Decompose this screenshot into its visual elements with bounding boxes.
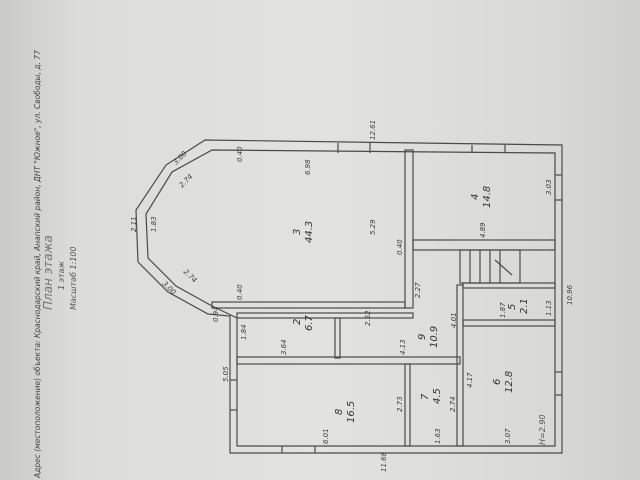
dim-r8-width: 6.01: [322, 428, 330, 444]
room-4-area: 14.8: [482, 186, 493, 208]
room-6-number: 6: [492, 379, 503, 385]
dim-r3-wall-east: 0.40: [396, 239, 404, 255]
dim-r3-wall-top: 0.40: [236, 146, 244, 162]
dim-r7-width: 1.63: [434, 428, 442, 444]
interior-walls: [211, 143, 562, 453]
room-5-number: 5: [507, 304, 518, 310]
dim-r9-length: 2.27: [414, 282, 422, 298]
scale-label: Масштаб 1:100: [69, 246, 78, 310]
height-note: H=2.90: [538, 414, 547, 445]
dim-right-total: 10.96: [566, 284, 574, 305]
room-6-area: 12.8: [504, 371, 515, 393]
dimension-labels: 12.61 11.68 10.96 5.05 6.98 5.29 0.40 0.…: [130, 120, 574, 472]
dim-corner: 0.94: [212, 306, 220, 322]
dim-left-lower: 5.05: [222, 366, 230, 382]
dim-r3-wall-bottom: 0.40: [236, 284, 244, 300]
dim-r9-side: 4.01: [450, 312, 458, 328]
room-4-number: 4: [470, 194, 481, 200]
dim-r2-width: 2.52: [364, 310, 372, 326]
dim-top-total: 12.61: [369, 120, 377, 140]
dim-r7-length: 2.74: [449, 396, 457, 412]
address-text: Адрес (местоположение) объекта: Краснода…: [33, 50, 42, 479]
stairs: [459, 249, 521, 284]
dim-r3-width: 6.98: [304, 159, 312, 175]
dim-bay-a-in: 2.74: [178, 173, 195, 190]
room-3-number: 3: [292, 229, 303, 235]
dim-r5-length: 1.13: [545, 300, 553, 316]
dim-r8-length: 2.73: [396, 396, 404, 412]
room-8-number: 8: [334, 409, 345, 415]
dim-r4-width: 4.89: [479, 222, 487, 238]
dim-r2-bottom: 3.64: [280, 339, 288, 355]
dim-r6-length: 4.17: [466, 372, 474, 388]
room-7-number: 7: [420, 393, 431, 400]
plan-title: План этажа: [41, 235, 55, 310]
dim-bay-b-in: 2.74: [182, 268, 199, 285]
dim-r6-width: 3.07: [504, 428, 512, 444]
dim-r4-length: 3.03: [545, 179, 553, 195]
room-9-area: 10.9: [429, 326, 440, 348]
dim-bay-b-out: 3.00: [161, 280, 178, 297]
dim-r2-length: 1.84: [240, 324, 248, 340]
dim-r3-length: 5.29: [369, 219, 377, 235]
dim-r9-bottom: 4.13: [399, 339, 407, 355]
dim-bottom-total: 11.68: [380, 451, 388, 472]
floor-label: 1 этаж: [57, 260, 66, 290]
room-8-area: 16.5: [346, 401, 357, 423]
dim-bay-mid-in: 1.83: [150, 216, 158, 232]
room-2-area: 6.7: [304, 314, 315, 331]
room-2-number: 2: [292, 319, 303, 325]
room-3-area: 44.3: [304, 221, 315, 243]
dim-bay-mid-out: 2.11: [130, 216, 138, 232]
dim-r5-width: 1.87: [499, 302, 507, 318]
room-5-area: 2.1: [519, 298, 530, 314]
room-9-number: 9: [417, 334, 428, 340]
room-7-area: 4.5: [432, 388, 443, 404]
